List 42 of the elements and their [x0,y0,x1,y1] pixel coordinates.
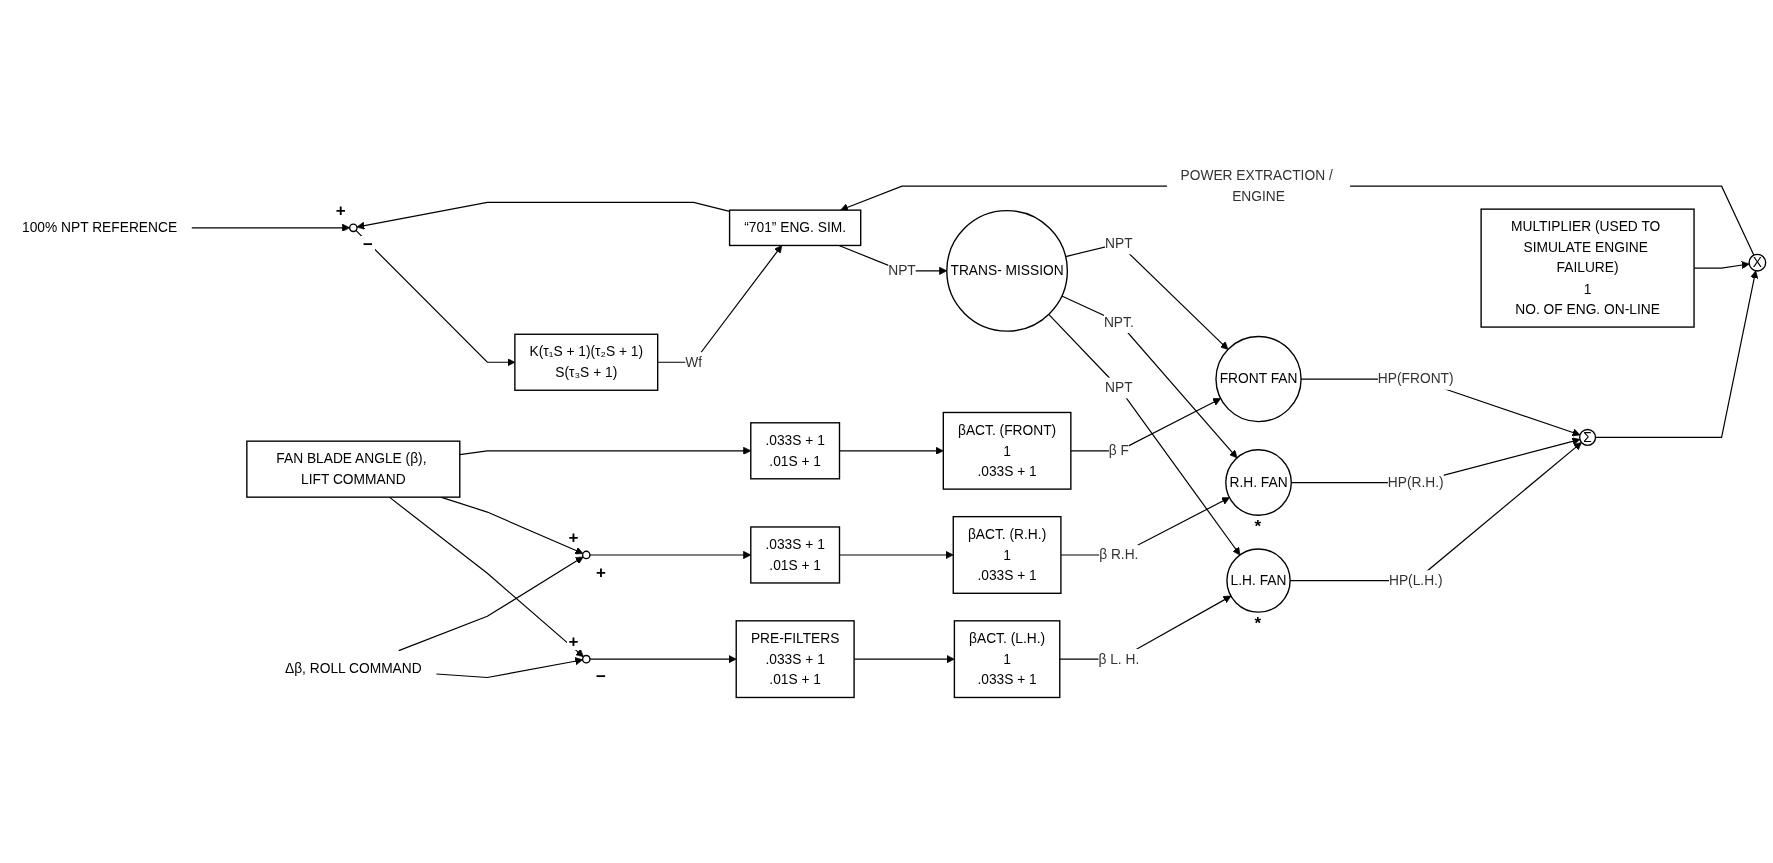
node-circle [581,550,591,560]
node-circle [348,223,358,233]
node-circle: FRONT FAN [1215,335,1302,423]
node-circle: TRANS- MISSION [946,209,1069,332]
arrow [191,223,350,232]
edge-label: NPT [888,262,916,278]
edge-label: NPT. [1103,313,1134,330]
edge-label: β L. H. [1098,650,1140,667]
edge-label: HP(R.H.) [1387,474,1444,490]
arrow [657,245,783,363]
edge-label: POWER EXTRACTION / ENGINE [1180,167,1333,204]
arrow [435,657,584,679]
arrow [1594,270,1759,439]
edge-label: NPT [1105,235,1133,251]
node-box: βACT. (L.H.) 1 .033S + 1 [953,620,1061,699]
sign-label: − [361,236,375,254]
edge-label: HP(FRONT) [1377,370,1454,387]
node-circle [581,654,591,664]
node-text: Δβ, ROLL COMMAND [284,659,422,676]
node-box: MULTIPLIER (USED TO SIMULATE ENGINE FAILURE) 1 NO. OF ENG. ON-LINE [1480,208,1695,328]
node-box: FAN BLADE ANGLE (β), LIFT COMMAND [246,440,461,498]
node-box: βACT. (FRONT) 1 .033S + 1 [942,411,1072,490]
arrow [840,185,1755,256]
arrow [1061,295,1238,459]
node-text: 100% NPT REFERENCE [22,219,178,235]
node-circle: X [1748,253,1767,272]
node-box: .033S + 1 .01S + 1 [750,526,841,584]
edge-label: NPT [1105,379,1133,395]
edge-label: β F [1108,442,1129,458]
node-box: K(τ₁S + 1)(τ₂S + 1) S(τ₃S + 1) [514,333,659,391]
node-box: PRE-FILTERS .033S + 1 .01S + 1 [735,620,855,699]
node-box: “701” ENG. SIM. [728,209,862,247]
node-circle: Σ [1578,428,1597,447]
node-box: βACT. (R.H.) 1 .033S + 1 [952,515,1062,594]
node-circle: R.H. FAN [1225,449,1292,516]
arrow [589,655,737,664]
node-box: .033S + 1 .01S + 1 [750,422,841,480]
edge-label: HP(L.H.) [1388,572,1443,588]
arrow [1070,398,1222,452]
edge-label: β R.H. [1099,546,1139,563]
node-circle: L.H. FAN [1226,548,1291,613]
edge-label: Wf [685,353,703,370]
